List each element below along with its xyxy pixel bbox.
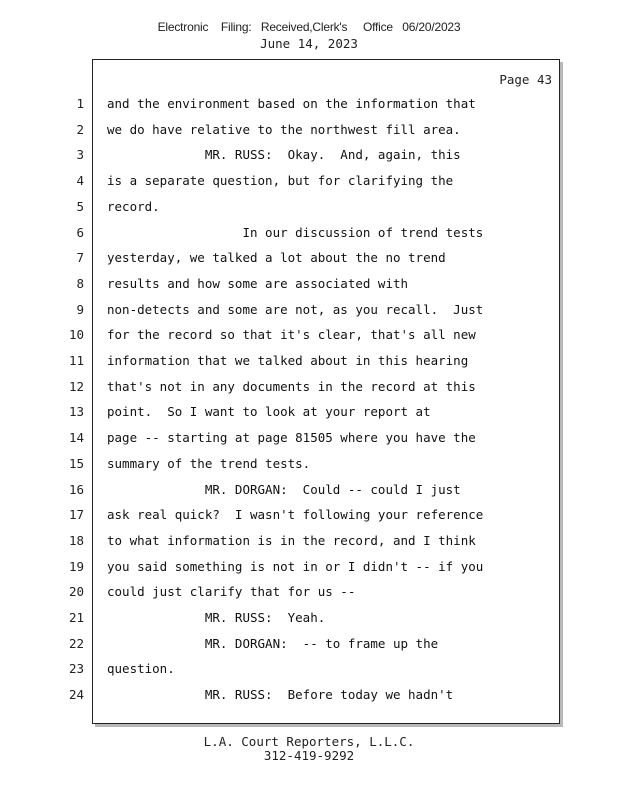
line-number: 2: [76, 121, 84, 137]
transcript-line: for the record so that it's clear, that'…: [107, 327, 476, 343]
line-number: 8: [76, 275, 84, 291]
line-number: 16: [68, 481, 84, 497]
transcript-line: and the environment based on the informa…: [107, 96, 476, 111]
line-number: 13: [68, 404, 84, 420]
line-number: 10: [68, 327, 84, 343]
line-number: 3: [76, 147, 84, 163]
transcript-line: yesterday, we talked a lot about the no …: [107, 250, 446, 266]
transcript-line: to what information is in the record, an…: [107, 532, 476, 548]
line-number: 4: [76, 173, 84, 189]
transcript-line: MR. DORGAN: Could -- could I just: [107, 481, 461, 497]
line-number: 9: [76, 301, 84, 317]
transcript-line: summary of the trend tests.: [107, 455, 311, 471]
reporter-phone: 312-419-9292: [263, 748, 355, 763]
line-number: 23: [68, 661, 84, 677]
transcript-line: we do have relative to the northwest fil…: [107, 121, 461, 137]
transcript-line: MR. RUSS: Yeah.: [107, 610, 326, 625]
transcript-line: record.: [107, 198, 160, 214]
transcript-line: question.: [107, 661, 175, 677]
line-number: 1: [76, 96, 84, 111]
transcript-line: In our discussion of trend tests: [107, 224, 484, 240]
transcript-line: information that we talked about in this…: [107, 353, 469, 368]
transcript-line: MR. RUSS: Okay. And, again, this: [107, 147, 461, 163]
line-number: 15: [68, 455, 84, 471]
line-number: 24: [68, 687, 84, 703]
transcript-line: results and how some are associated with: [107, 275, 409, 291]
transcript-line: is a separate question, but for clarifyi…: [107, 173, 454, 189]
line-number: 12: [68, 378, 84, 394]
reporter-company: L.A. Court Reporters, L.L.C.: [203, 734, 415, 749]
transcript-line: that's not in any documents in the recor…: [107, 378, 476, 394]
line-number: 20: [68, 584, 84, 600]
line-number: 7: [76, 250, 84, 266]
line-number: 18: [68, 532, 84, 548]
transcript-page-box: Page 43: [92, 59, 560, 724]
transcript-line: you said something is not in or I didn't…: [107, 558, 484, 574]
filing-stamp: Electronic Filing: Received,Clerk's Offi…: [157, 20, 461, 34]
transcript-line: point. So I want to look at your report …: [107, 404, 431, 420]
transcript-line: ask real quick? I wasn't following your …: [107, 507, 484, 523]
transcript-line: could just clarify that for us --: [107, 584, 356, 600]
transcript-line: MR. DORGAN: -- to frame up the: [107, 635, 439, 651]
line-number: 17: [68, 507, 84, 523]
hearing-date: June 14, 2023: [260, 36, 358, 51]
transcript-line: non-detects and some are not, as you rec…: [107, 301, 484, 317]
line-number: 14: [68, 430, 84, 446]
transcript-line: page -- starting at page 81505 where you…: [107, 430, 476, 446]
line-number: 5: [76, 198, 84, 214]
page-number: Page 43: [499, 72, 552, 87]
line-number: 19: [68, 558, 84, 574]
line-number: 22: [68, 635, 84, 651]
line-number: 11: [68, 353, 84, 368]
transcript-line: MR. RUSS: Before today we hadn't: [107, 687, 454, 703]
line-number: 21: [68, 610, 84, 625]
line-number: 6: [76, 224, 84, 240]
